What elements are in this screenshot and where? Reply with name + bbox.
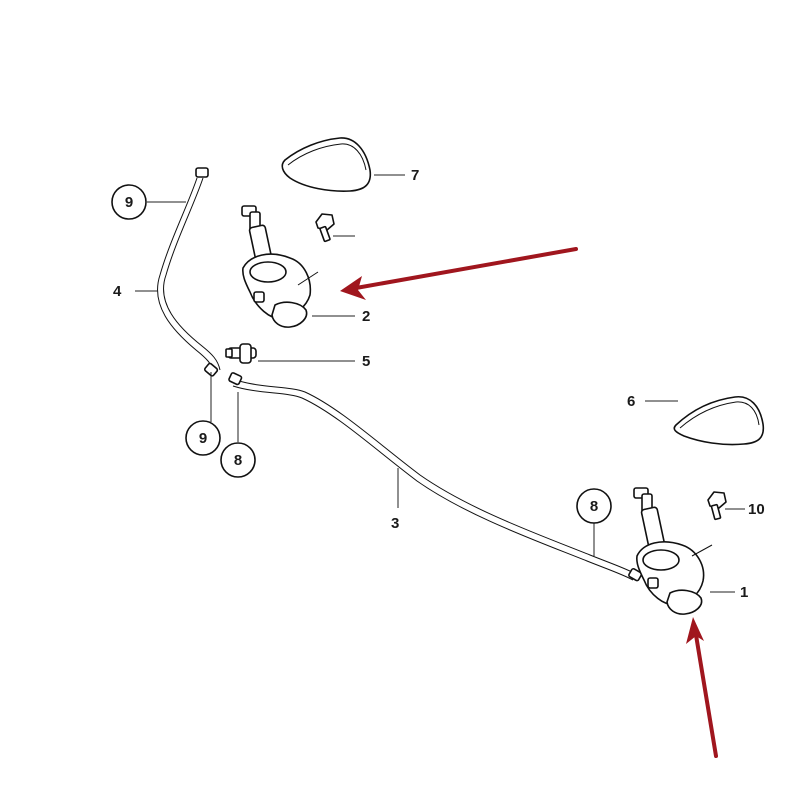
screw-10	[707, 491, 727, 521]
hose-3	[228, 372, 643, 582]
callout-8-left: 8	[220, 442, 256, 478]
hose-4-end-connector	[195, 167, 209, 178]
red-arrow-upper	[340, 247, 578, 300]
hose-3-end	[628, 567, 643, 582]
label-4: 4	[113, 283, 122, 300]
red-arrow-lower	[686, 617, 718, 758]
callout-8-left-label: 8	[234, 452, 242, 469]
callout-9-bottom-label: 9	[199, 430, 207, 447]
label-7: 7	[411, 167, 419, 184]
callout-9-top: 9	[111, 184, 147, 220]
connector-9-lower	[203, 362, 219, 377]
label-6: 6	[627, 393, 635, 410]
callout-9-bottom: 9	[185, 420, 221, 456]
cover-cap-6	[673, 396, 765, 446]
cover-cap-7	[281, 137, 372, 192]
t-connector-5	[225, 343, 257, 364]
washer-nozzle-2	[241, 205, 319, 328]
screw-upper	[315, 213, 335, 243]
callout-9-top-label: 9	[125, 194, 133, 211]
label-10: 10	[748, 501, 765, 518]
washer-nozzle-1	[633, 487, 713, 615]
label-3: 3	[391, 515, 399, 532]
callout-8-right-label: 8	[590, 498, 598, 515]
callout-8-right: 8	[576, 488, 612, 524]
connector-8-left	[228, 372, 243, 386]
leader-lines	[135, 174, 745, 593]
label-1: 1	[740, 584, 748, 601]
hose-4	[157, 167, 221, 373]
label-5: 5	[362, 353, 370, 370]
label-2: 2	[362, 308, 370, 325]
